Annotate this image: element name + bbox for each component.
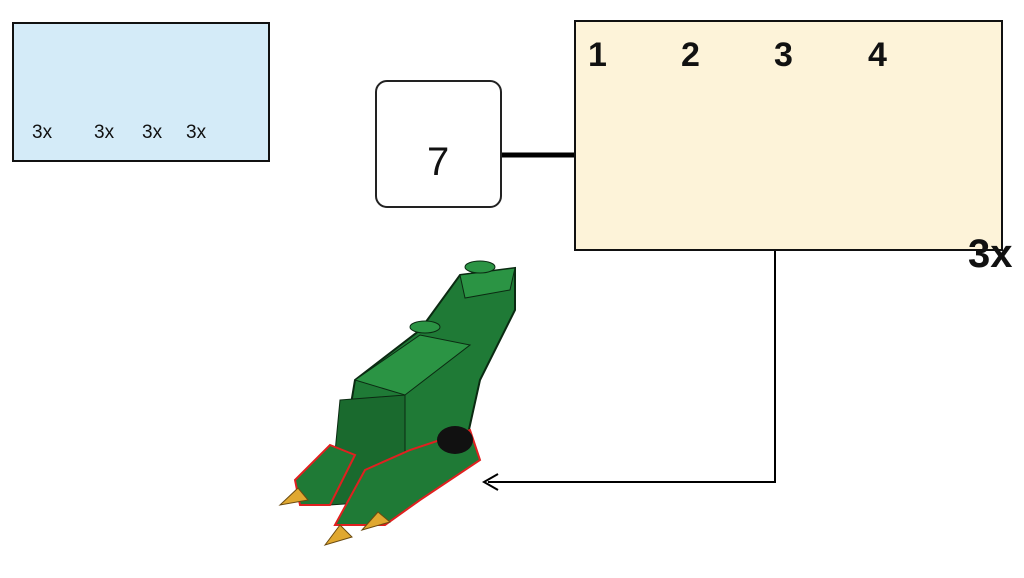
substep-label: 4 — [868, 36, 887, 74]
substep-label: 1 — [588, 36, 607, 74]
substep-label: 3 — [774, 36, 793, 74]
substep-label: 2 — [681, 36, 700, 74]
part-qty: 3x — [32, 122, 53, 143]
callout-arrow-head — [481, 473, 499, 491]
parts-list-box: 3x 3x 3x 3x — [12, 22, 270, 162]
part-qty: 3x — [94, 122, 115, 143]
callout-line — [488, 251, 776, 483]
subassembly-multiplier: 3x — [968, 232, 1013, 276]
step-number-box: 7 — [375, 80, 502, 208]
part-qty: 3x — [186, 122, 207, 143]
step-number: 7 — [427, 140, 450, 184]
part-qty: 3x — [142, 122, 163, 143]
subassembly-box: 1 2 3 4 — [574, 20, 1003, 251]
model-assembly — [278, 260, 516, 546]
